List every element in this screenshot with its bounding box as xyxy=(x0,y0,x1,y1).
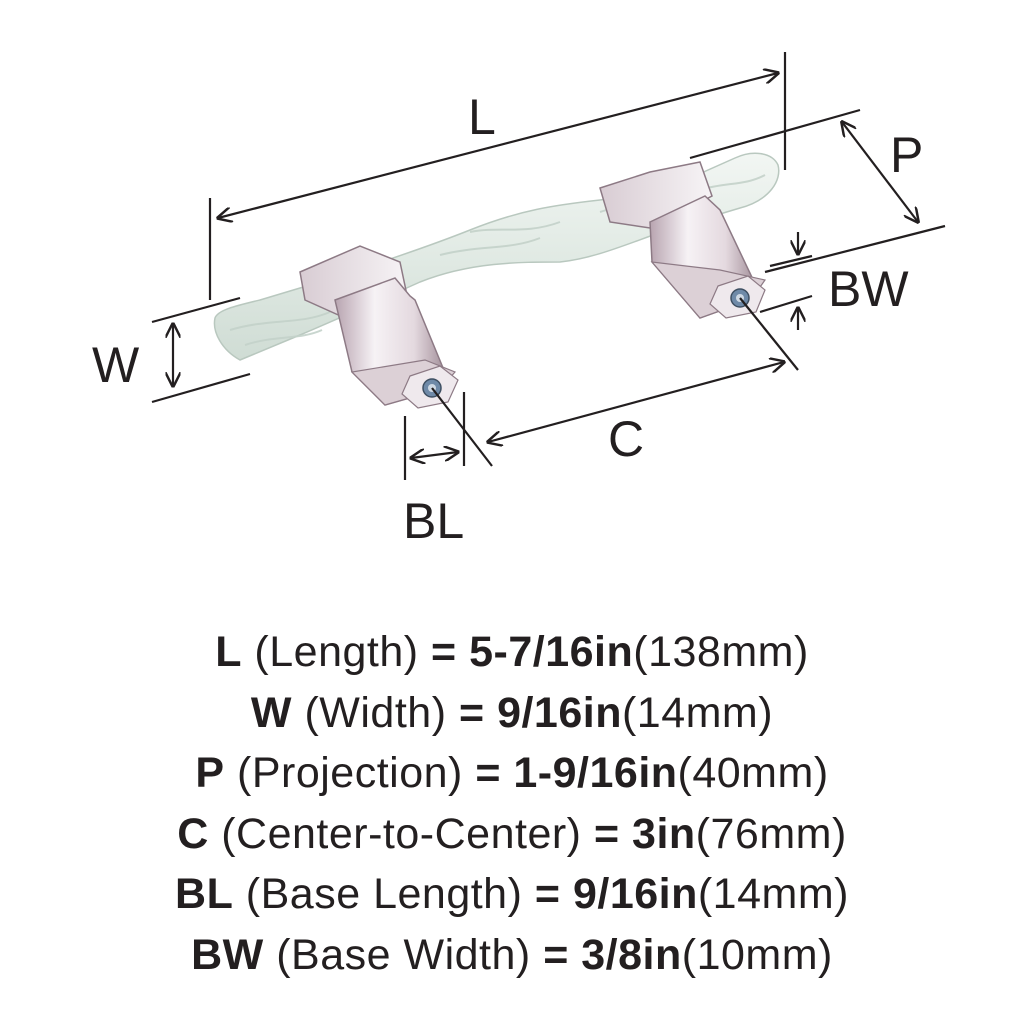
spec-imperial: 9/16in xyxy=(497,688,622,737)
spec-code: W xyxy=(250,688,293,737)
spec-row-center-to-center: C (Center-to-Center) = 3in(76mm) xyxy=(0,804,1024,865)
spec-metric: (14mm) xyxy=(621,688,774,737)
spec-metric: (40mm) xyxy=(677,749,829,797)
spec-code: BW xyxy=(191,930,264,979)
c-extension-left xyxy=(431,387,493,467)
spec-imperial: 1-9/16in xyxy=(513,749,678,797)
spec-equals: = xyxy=(431,628,457,676)
spec-equals: = xyxy=(458,688,485,737)
spec-code: P xyxy=(195,749,225,797)
spec-imperial: 3/8in xyxy=(581,930,682,979)
spec-equals: = xyxy=(543,930,569,979)
spec-name: (Base Width) xyxy=(276,930,531,979)
spec-code: C xyxy=(177,809,209,858)
spec-name: (Projection) xyxy=(237,749,463,797)
spec-imperial: 9/16in xyxy=(572,870,698,918)
w-extension-top xyxy=(151,296,241,324)
dimension-lines xyxy=(151,52,946,480)
dimension-label-bl: BL xyxy=(403,493,464,549)
c-dimension-line xyxy=(488,362,784,442)
p-dimension-line xyxy=(842,122,918,222)
spec-row-base-length: BL (Base Length) = 9/16in(14mm) xyxy=(0,864,1024,925)
spec-row-base-width: BW (Base Width) = 3/8in(10mm) xyxy=(0,925,1024,986)
bw-extension-bottom xyxy=(759,294,813,314)
spec-code: L xyxy=(215,628,242,676)
dimension-label-bw: BW xyxy=(828,261,909,317)
spec-name: (Center-to-Center) xyxy=(221,809,582,858)
p-extension-bottom xyxy=(764,224,946,274)
dimension-label-w: W xyxy=(92,337,140,393)
cabinet-pull-illustration xyxy=(213,152,780,409)
spec-name: (Base Length) xyxy=(245,870,523,918)
dimension-label-l: L xyxy=(468,89,496,145)
p-extension-top xyxy=(689,108,861,160)
dimension-label-c: C xyxy=(608,411,644,467)
spec-metric: (10mm) xyxy=(681,930,833,979)
spec-row-length: L (Length) = 5-7/16in(138mm) xyxy=(0,622,1024,683)
spec-imperial: 5-7/16in xyxy=(469,628,634,676)
spec-metric: (76mm) xyxy=(695,809,847,858)
spec-name: (Length) xyxy=(254,628,419,676)
dimension-diagram: L P W BW C BL xyxy=(92,52,946,549)
left-post xyxy=(299,245,459,409)
w-extension-bottom xyxy=(151,372,251,404)
c-extension-right xyxy=(739,297,799,371)
spec-equals: = xyxy=(475,749,501,797)
spec-name: (Width) xyxy=(304,688,447,737)
l-dimension-line xyxy=(218,73,778,218)
bl-dimension-line xyxy=(411,452,458,458)
spec-imperial: 3in xyxy=(632,809,696,858)
dimension-label-p: P xyxy=(890,127,923,183)
bw-extension-top xyxy=(769,254,813,268)
spec-code: BL xyxy=(175,870,234,918)
spec-equals: = xyxy=(593,809,620,858)
spec-equals: = xyxy=(534,870,561,918)
spec-metric: (138mm) xyxy=(633,628,809,676)
spec-row-projection: P (Projection) = 1-9/16in(40mm) xyxy=(0,743,1024,804)
spec-metric: (14mm) xyxy=(697,870,849,918)
specification-list: L (Length) = 5-7/16in(138mm) W (Width) =… xyxy=(0,622,1024,985)
spec-row-width: W (Width) = 9/16in(14mm) xyxy=(0,683,1024,744)
